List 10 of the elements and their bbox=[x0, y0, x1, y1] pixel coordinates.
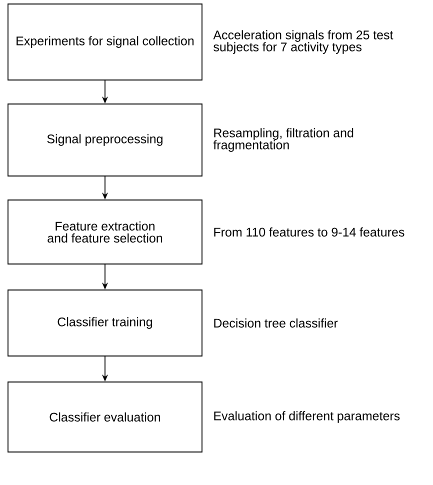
process-box: Classifier evaluation bbox=[8, 382, 202, 452]
note-text: Decision tree classifier bbox=[214, 318, 338, 328]
note-text: From 110 features to 9-14 features bbox=[214, 227, 404, 237]
process-box: Feature extraction and feature selection bbox=[8, 200, 202, 264]
process-box: Experiments for signal collection bbox=[8, 4, 202, 80]
note-text: Evaluation of different parameters bbox=[214, 411, 400, 423]
process-box: Classifier training bbox=[8, 290, 202, 356]
note-text: Resampling, filtration and fragmentation bbox=[213, 128, 354, 152]
process-box: Signal preprocessing bbox=[8, 104, 202, 176]
note-text: Acceleration signals from 25 test subjects for 7 activity types bbox=[213, 30, 394, 54]
